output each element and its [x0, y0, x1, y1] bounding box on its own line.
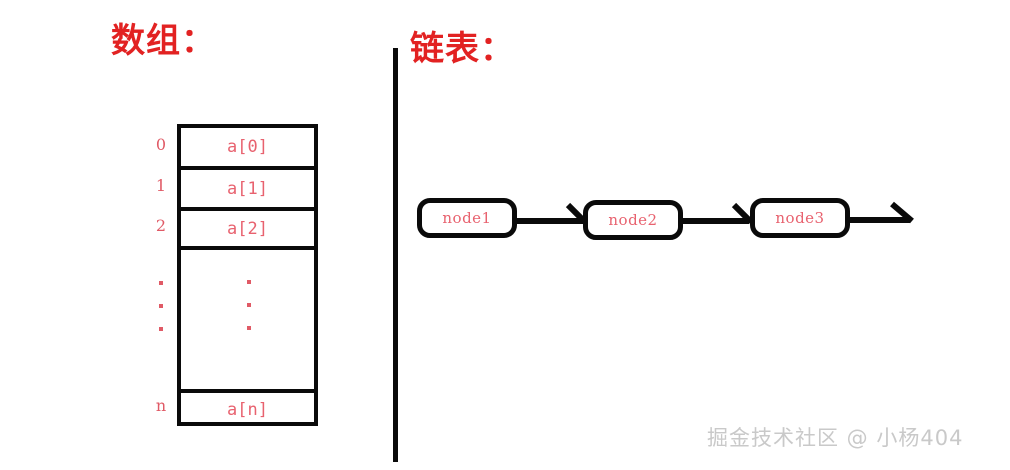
watermark-text: 掘金技术社区 @ 小杨404 — [707, 426, 964, 450]
ellipsis-dot-1 — [247, 280, 251, 284]
array-cell-ellipsis — [181, 250, 314, 393]
array-section-title: 数组： — [111, 21, 216, 61]
index-ellipsis-dot-3 — [159, 327, 163, 331]
linked-list-node-1: node1 — [417, 198, 517, 238]
array-index-2: 2 — [155, 216, 167, 235]
linked-list-node-3: node3 — [750, 198, 850, 238]
index-ellipsis-dot-2 — [159, 304, 163, 308]
arrow-node1-to-node2 — [515, 202, 588, 225]
arrow-node3-to-null — [848, 201, 914, 224]
arrow-node2-to-node3 — [681, 202, 754, 225]
section-divider-line — [393, 48, 398, 462]
linked-list-node-2: node2 — [583, 200, 683, 240]
array-cell-n: a[n] — [227, 399, 268, 420]
array-cell-2: a[2] — [181, 211, 314, 250]
array-index-n: n — [155, 396, 167, 415]
ellipsis-dot-3 — [247, 326, 251, 330]
ellipsis-dot-2 — [247, 303, 251, 307]
array-index-1: 1 — [155, 176, 167, 195]
index-ellipsis-dot-1 — [159, 281, 163, 285]
array-table: a[0] a[1] a[2] a[n] — [177, 124, 318, 426]
array-cell-0: a[0] — [181, 128, 314, 170]
array-index-0: 0 — [155, 135, 167, 154]
array-cell-1: a[1] — [181, 170, 314, 211]
linked-list-section-title: 链表： — [410, 29, 515, 69]
